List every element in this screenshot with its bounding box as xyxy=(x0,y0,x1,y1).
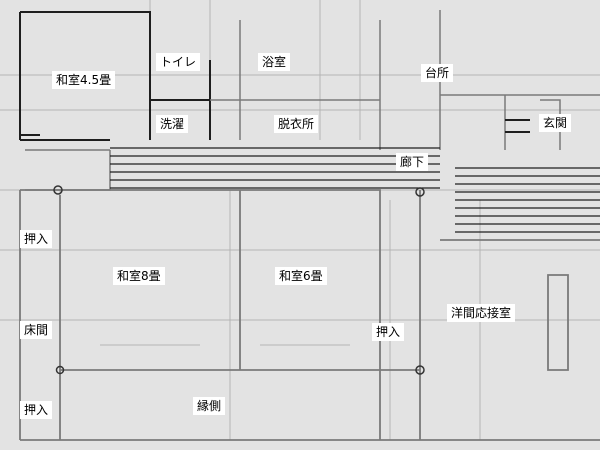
room-label-oshiire-top: 押入 xyxy=(20,230,53,248)
room-label-washitsu-6: 和室6畳 xyxy=(275,267,327,285)
room-label-laundry: 洗濯 xyxy=(156,115,189,133)
room-label-washitsu-4-5: 和室4.5畳 xyxy=(52,71,116,89)
room-label-changing-room: 脱衣所 xyxy=(274,115,319,133)
room-label-entrance: 玄関 xyxy=(539,114,572,132)
room-label-corridor: 廊下 xyxy=(396,153,429,171)
post-markers xyxy=(53,185,425,375)
room-label-kitchen: 台所 xyxy=(421,64,454,82)
main-rooms-walls xyxy=(19,189,600,441)
room-label-oshiire-bottom: 押入 xyxy=(20,401,53,419)
room-label-engawa: 縁側 xyxy=(193,397,226,415)
room-label-washitsu-8: 和室8畳 xyxy=(113,267,165,285)
room-label-toilet: トイレ xyxy=(156,53,201,71)
room-label-oshiire-middle: 押入 xyxy=(372,323,405,341)
room-label-tokonoma: 床間 xyxy=(20,321,53,339)
corridor-hatching xyxy=(110,147,600,233)
room-label-western-reception: 洋間応接室 xyxy=(447,304,516,322)
room-label-bathroom: 浴室 xyxy=(258,53,291,71)
entrance-steps xyxy=(20,119,530,141)
